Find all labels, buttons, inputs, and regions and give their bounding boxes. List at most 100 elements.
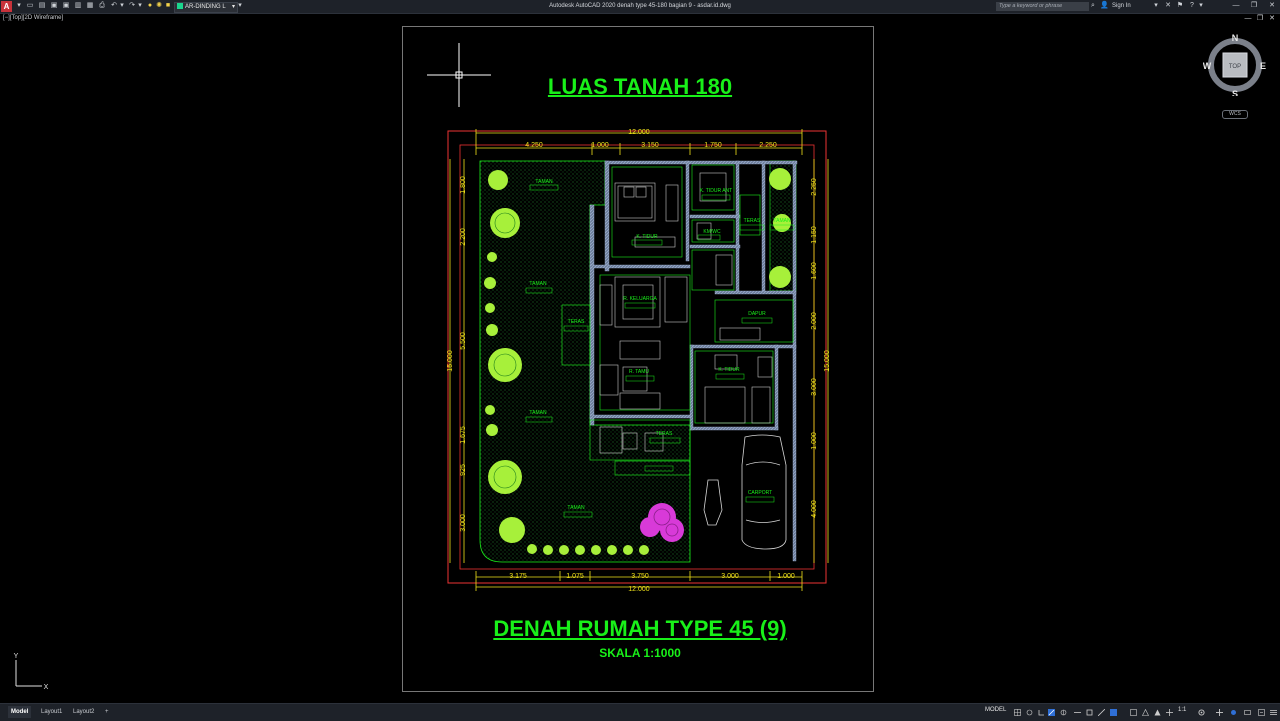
dim-bottom-5: 1.000 [777, 573, 795, 580]
dim-right-total: 15.000 [824, 350, 831, 372]
dim-bottom-2: 1.075 [566, 573, 584, 580]
application-menu-arrow-icon[interactable]: ▾ [17, 2, 21, 9]
dim-bottom-3: 3.750 [631, 573, 649, 580]
layer-lock-icon[interactable]: ■ [165, 2, 171, 9]
help-icon[interactable]: ? [1190, 2, 1194, 9]
gear-icon[interactable] [1198, 709, 1205, 716]
object-snap-tracking-icon[interactable] [1074, 709, 1081, 716]
dim-right-5: 3.000 [811, 378, 818, 396]
help-dropdown-icon[interactable]: ▾ [1199, 2, 1203, 9]
annotation-scale-icon[interactable] [1142, 709, 1149, 716]
viewcube-top-face[interactable]: TOP [1229, 64, 1241, 70]
wcs-menu[interactable]: WCS [1222, 110, 1248, 119]
room-label-taman-4: TAMAN [529, 410, 547, 416]
autodesk-app-store-icon[interactable]: ✕ [1165, 2, 1171, 9]
isolate-objects-icon[interactable] [1230, 709, 1237, 716]
polar-icon[interactable] [1048, 709, 1055, 716]
dim-right-7: 4.000 [811, 500, 818, 518]
object-snap-icon[interactable] [1086, 709, 1093, 716]
compass-north[interactable]: N [1232, 33, 1239, 43]
viewcube-compass[interactable]: TOP N S W E [1203, 32, 1267, 96]
redo-icon[interactable]: ↷ [129, 2, 135, 9]
selection-cycling-icon[interactable] [1130, 709, 1137, 716]
sign-in-dropdown-icon[interactable]: ▾ [1154, 2, 1158, 9]
customize-toolbar-icon[interactable]: ▾ [238, 2, 242, 9]
compass-east[interactable]: E [1260, 61, 1266, 71]
dim-right-2: 1.150 [811, 226, 818, 244]
plot-icon[interactable]: ⎙ [99, 2, 105, 9]
lineweight-icon[interactable] [1110, 709, 1117, 716]
floor-plan: 12.000 4.250 1.000 3.150 1.750 2.250 3.1… [447, 129, 831, 593]
doc-close-icon[interactable]: ✕ [1269, 15, 1275, 22]
dim-top-2: 1.000 [591, 142, 609, 149]
search-input[interactable]: Type a keyword or phrase [996, 2, 1089, 11]
room-label-teras-3: TERAS [656, 431, 673, 437]
layer-sun-icon[interactable]: ✺ [156, 2, 162, 9]
grid-icon[interactable] [1014, 709, 1021, 716]
dim-right-4: 2.000 [811, 312, 818, 330]
compass-west[interactable]: W [1203, 61, 1212, 71]
snap-icon[interactable] [1026, 709, 1033, 716]
room-label-taman-1: TAMAN [535, 179, 553, 185]
workspace-icon[interactable] [1154, 709, 1161, 716]
layer-dropdown[interactable]: AR-DINDING L ▾ [174, 2, 238, 13]
autocad-logo-icon[interactable]: A [1, 1, 12, 12]
close-icon[interactable]: ✕ [1269, 2, 1275, 9]
title-bar: A ▾ ▭ ▤ ▣ ▣ ▥ ▦ ⎙ ↶ ▾ ↷ ▾ ● ✺ ■ AR-DINDI… [0, 0, 1280, 22]
save-icon[interactable]: ▣ [50, 2, 58, 9]
dim-top-4: 1.750 [704, 142, 722, 149]
clean-screen-icon[interactable] [1258, 709, 1265, 716]
tab-layout1[interactable]: Layout1 [41, 709, 63, 715]
doc-restore-icon[interactable]: ❐ [1256, 15, 1264, 22]
model-space-toggle[interactable]: MODEL [985, 707, 1007, 713]
save-as-icon[interactable]: ▣ [62, 2, 70, 9]
undo-icon[interactable]: ↶ [111, 2, 117, 9]
layer-name: AR-DINDING L [185, 4, 226, 10]
add-layout-button[interactable]: + [105, 709, 109, 715]
room-label-teras-2: TERAS [568, 319, 585, 325]
user-icon[interactable]: 👤 [1100, 2, 1109, 9]
status-bar: Model Layout1 Layout2 + MODEL 1:1 [0, 703, 1280, 721]
compass-south[interactable]: S [1232, 89, 1238, 96]
annotation-monitor-icon[interactable] [1166, 709, 1173, 716]
drawing-frame [402, 26, 874, 692]
annotation-scale[interactable]: 1:1 [1178, 707, 1187, 713]
dim-left-4: 1.675 [460, 426, 467, 444]
open-file-icon[interactable]: ▤ [38, 2, 46, 9]
sign-in-link[interactable]: Sign In [1112, 3, 1131, 9]
hardware-acceleration-icon[interactable] [1244, 709, 1251, 716]
dim-left-1: 1.800 [460, 176, 467, 194]
dim-right-3: 1.600 [811, 262, 818, 280]
plus-icon[interactable] [1216, 709, 1223, 716]
ortho-icon[interactable] [1038, 709, 1045, 716]
dim-left-5: 925 [460, 464, 467, 476]
room-label-family-room: R. KELUARGA [623, 296, 657, 302]
dim-right-1: 2.250 [811, 178, 818, 196]
viewport-controls-label[interactable]: [−][Top][2D Wireframe] [3, 15, 64, 21]
redo-dropdown-icon[interactable]: ▾ [138, 2, 142, 9]
room-label-bedroom-3: K. TIDUR [718, 367, 740, 373]
ucs-icon: Y X [14, 653, 49, 691]
web-mobile-icon[interactable]: ▥ [74, 2, 82, 9]
restore-icon[interactable]: ❐ [1250, 2, 1258, 9]
layer-bulb-icon[interactable]: ● [147, 2, 153, 9]
annotation-visibility-icon[interactable] [1098, 709, 1105, 716]
minimize-icon[interactable]: — [1232, 2, 1240, 9]
publish-icon[interactable]: ▦ [86, 2, 94, 9]
new-file-icon[interactable]: ▭ [26, 2, 34, 9]
dim-bottom-1: 3.175 [509, 573, 527, 580]
search-icon[interactable]: ⌕ [1091, 2, 1095, 9]
a360-icon[interactable]: ⚑ [1176, 2, 1184, 9]
undo-dropdown-icon[interactable]: ▾ [120, 2, 124, 9]
room-label-bedroom-1: K. TIDUR [636, 234, 658, 240]
room-label-taman-2: TAMAN [773, 218, 791, 224]
room-label-taman-5: TAMAN [567, 505, 585, 511]
room-label-carport: CARPORT [748, 490, 772, 496]
cursor-crosshair-icon [427, 43, 491, 107]
tab-layout2[interactable]: Layout2 [73, 709, 95, 715]
dim-left-6: 3.000 [460, 514, 467, 532]
customization-menu-icon[interactable] [1270, 709, 1277, 716]
isodraft-icon[interactable] [1060, 709, 1067, 716]
tab-model[interactable]: Model [8, 706, 32, 718]
doc-minimize-icon[interactable]: — [1244, 15, 1252, 22]
